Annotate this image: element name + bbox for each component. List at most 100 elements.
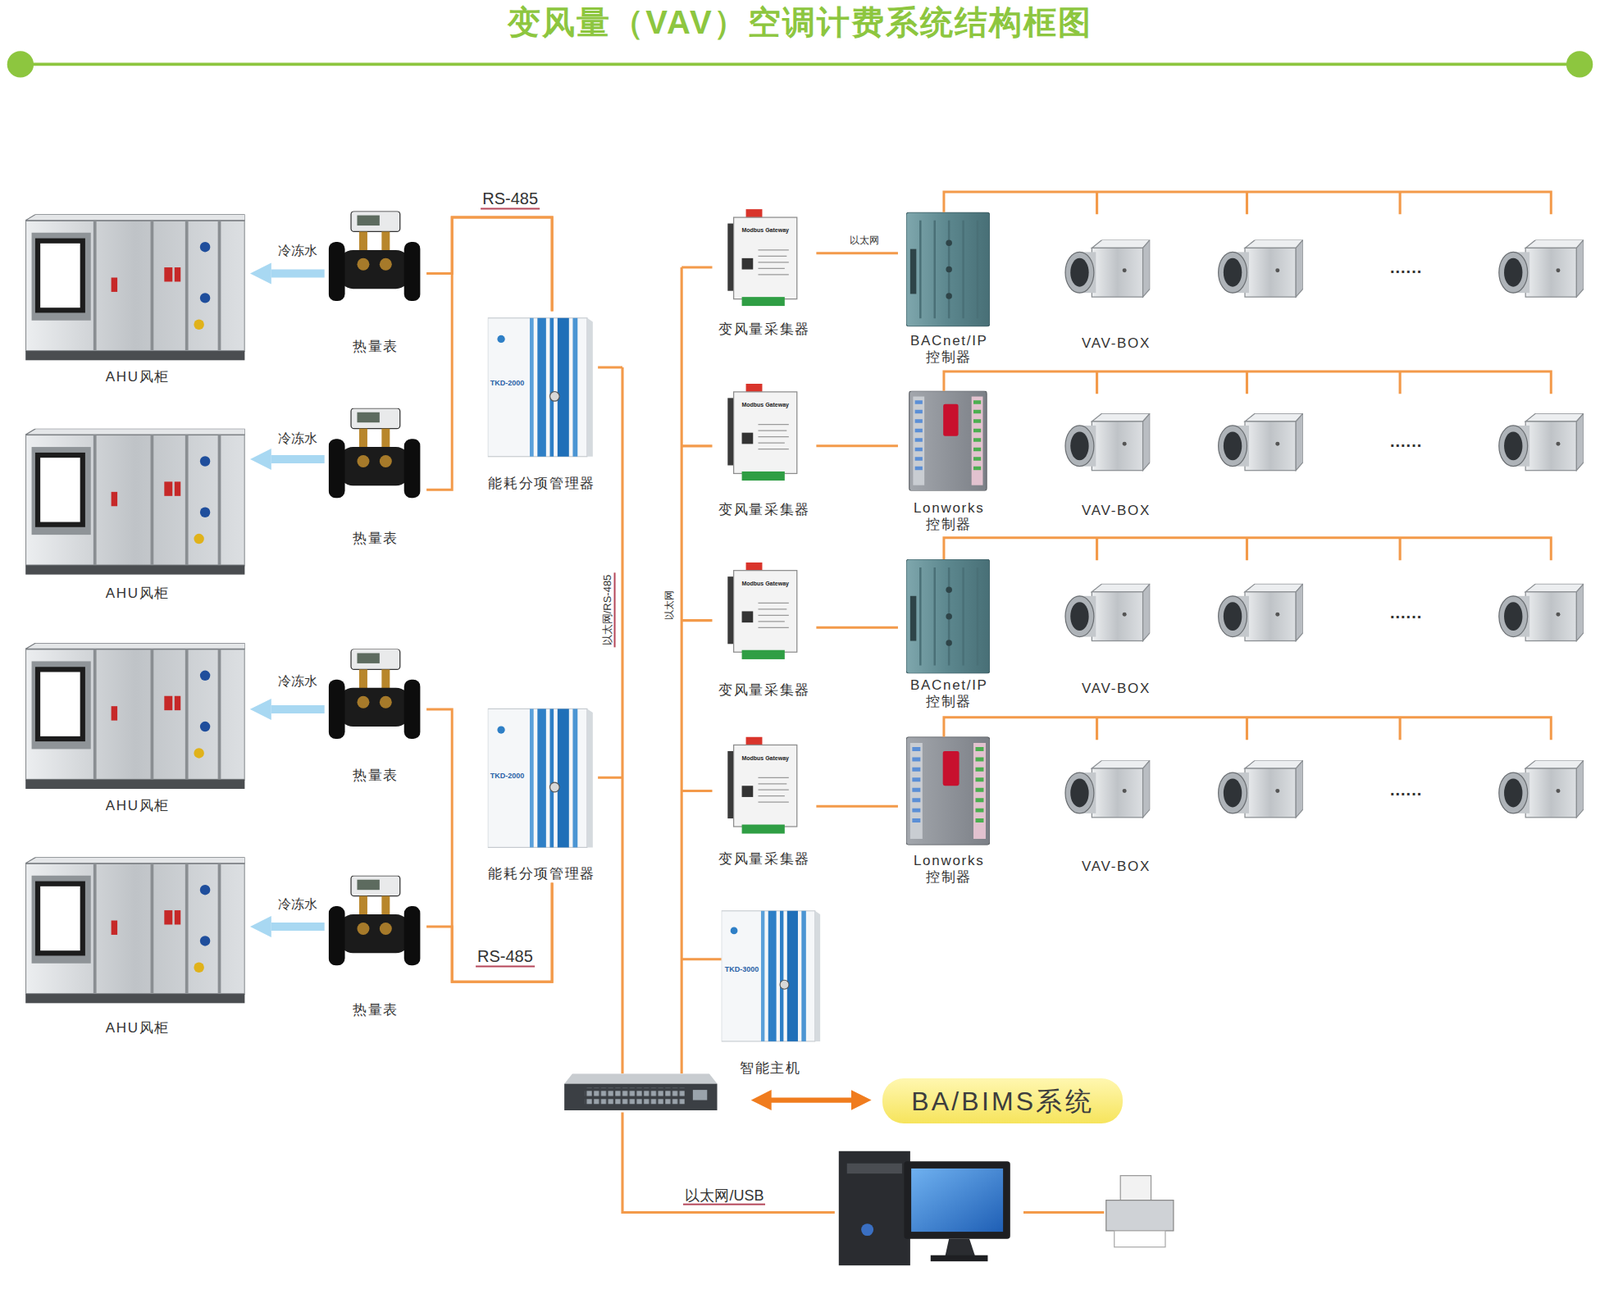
free-label: Modbus Gateway bbox=[739, 755, 791, 762]
vav-row-node: VAV-BOX bbox=[1061, 560, 1591, 698]
vav-box bbox=[1218, 760, 1304, 818]
manager-cabinet bbox=[487, 708, 593, 848]
signal-wire bbox=[815, 251, 899, 255]
bus-wire bbox=[597, 367, 623, 1074]
energy-manager-node: 能耗分项管理器 bbox=[484, 704, 599, 884]
edge-label: RS-485 bbox=[480, 188, 540, 210]
controller-node: Lonworks 控制器 bbox=[898, 391, 1000, 534]
water-arrow bbox=[271, 705, 325, 714]
ahu-unit bbox=[25, 642, 246, 789]
node-label: AHU风柜 bbox=[105, 1020, 170, 1037]
free-label: 以太网/RS-485 bbox=[601, 573, 616, 648]
node-label: 变风量采集器 bbox=[718, 682, 811, 699]
heat-meter-node: 热量表 bbox=[324, 209, 427, 356]
energy-manager-node: 能耗分项管理器 bbox=[484, 311, 599, 493]
heat-meter bbox=[328, 875, 421, 967]
ahu-unit-node: AHU风柜 bbox=[25, 855, 251, 1038]
heat-meter-node: 热量表 bbox=[324, 408, 427, 548]
gateway-module bbox=[727, 737, 798, 835]
signal-wire bbox=[426, 217, 552, 311]
bacnet-controller bbox=[906, 212, 990, 327]
water-arrow bbox=[271, 269, 325, 279]
heat-meter bbox=[328, 648, 421, 739]
bus-wires bbox=[597, 191, 1400, 1213]
signal-wire bbox=[815, 805, 899, 808]
controller-node: BACnet/IP 控制器 bbox=[898, 559, 1000, 711]
free-label: TKD-3000 bbox=[723, 965, 762, 974]
node-label: Lonworks 控制器 bbox=[913, 500, 985, 534]
vav-box bbox=[1065, 760, 1150, 818]
heat-meter-node: 热量表 bbox=[324, 645, 427, 785]
ahu-unit bbox=[25, 428, 246, 575]
free-label: TKD-2000 bbox=[488, 771, 527, 780]
computer bbox=[838, 1151, 1011, 1266]
bacnet-controller bbox=[906, 559, 990, 674]
free-label: ...... bbox=[1388, 258, 1424, 278]
signal-wire bbox=[943, 717, 1551, 740]
pc-tower bbox=[838, 1151, 911, 1266]
vav-box bbox=[1499, 583, 1584, 642]
signal-wire bbox=[815, 626, 899, 630]
node-label: AHU风柜 bbox=[105, 797, 170, 815]
printer-body bbox=[1106, 1200, 1174, 1231]
diagram-title: 变风量（VAV）空调计费系统结构框图 bbox=[0, 3, 1600, 42]
signal-wire bbox=[943, 191, 1551, 215]
node-label: VAV-BOX bbox=[1061, 680, 1172, 698]
free-label: 以太网 bbox=[665, 588, 677, 622]
node-label: 变风量采集器 bbox=[718, 501, 811, 519]
edge-label: 冷冻水 bbox=[276, 431, 320, 447]
heat-meter bbox=[328, 408, 421, 499]
vav-box bbox=[1218, 413, 1304, 471]
lonworks-controller bbox=[906, 737, 990, 846]
free-label: Modbus Gateway bbox=[739, 401, 791, 409]
printer-paper bbox=[1120, 1176, 1151, 1203]
node-label: 变风量采集器 bbox=[718, 851, 811, 868]
vav-box bbox=[1065, 239, 1150, 297]
signal-wire bbox=[426, 709, 552, 982]
node-label: 智能主机 bbox=[739, 1060, 802, 1077]
vav-box bbox=[1499, 760, 1584, 818]
signal-wire bbox=[426, 882, 552, 982]
lonworks-controller bbox=[909, 391, 987, 492]
header-dot bbox=[7, 50, 34, 78]
signal-wire bbox=[426, 217, 552, 490]
water-arrow bbox=[271, 922, 325, 931]
node-label: BACnet/IP 控制器 bbox=[910, 677, 988, 711]
vav-box bbox=[1218, 239, 1304, 297]
edge-label: 冷冻水 bbox=[276, 896, 320, 912]
vav-row-node: VAV-BOX bbox=[1061, 214, 1591, 352]
double-arrow bbox=[767, 1097, 856, 1103]
header-rule bbox=[20, 63, 1580, 67]
vav-box bbox=[1218, 583, 1304, 642]
printer bbox=[1106, 1176, 1174, 1248]
node-label: 变风量采集器 bbox=[718, 321, 811, 338]
edge-label: 以太网 bbox=[847, 235, 881, 247]
vav-row-node: VAV-BOX bbox=[1061, 739, 1591, 875]
signal-wire bbox=[815, 444, 899, 447]
heat-meter bbox=[328, 211, 421, 302]
pc-button bbox=[861, 1223, 874, 1236]
host-node: 智能主机 bbox=[714, 901, 827, 1077]
node-label: VAV-BOX bbox=[1061, 858, 1172, 876]
node-label: AHU风柜 bbox=[105, 369, 170, 386]
ahu-unit bbox=[25, 856, 246, 1003]
system-badge: BA/BIMS系统 bbox=[882, 1078, 1122, 1124]
free-label: ...... bbox=[1388, 431, 1424, 451]
edge-label: 冷冻水 bbox=[276, 674, 320, 689]
ahu-unit-node: AHU风柜 bbox=[25, 209, 251, 386]
signal-wire bbox=[943, 537, 1551, 561]
node-label: 热量表 bbox=[352, 338, 399, 356]
free-label: Modbus Gateway bbox=[739, 580, 791, 588]
node-label: 热量表 bbox=[352, 1002, 399, 1019]
node-label: Lonworks 控制器 bbox=[913, 852, 985, 886]
monitor-screen bbox=[911, 1168, 1003, 1232]
gateway-module bbox=[727, 383, 798, 481]
controller-node: BACnet/IP 控制器 bbox=[898, 212, 1000, 366]
water-arrow bbox=[271, 455, 325, 464]
node-label: BA/BIMS系统 bbox=[911, 1085, 1095, 1117]
edge-label: 冷冻水 bbox=[276, 243, 320, 259]
free-label: ...... bbox=[1388, 780, 1424, 800]
node-label: 热量表 bbox=[352, 530, 399, 548]
